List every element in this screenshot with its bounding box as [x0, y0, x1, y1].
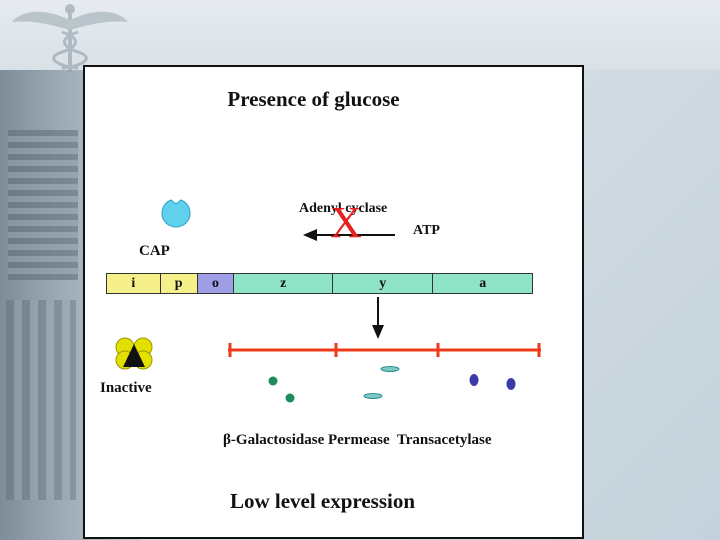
galactosidase-molecule	[285, 393, 295, 403]
gene-segment-o: o	[197, 274, 235, 293]
gene-segment-p: p	[160, 274, 198, 293]
background-stripes	[6, 300, 76, 500]
transacetylase-molecule	[469, 374, 479, 386]
cap-protein-icon	[161, 199, 191, 228]
repressor-icon	[115, 337, 153, 370]
arrow-head-left	[303, 229, 317, 241]
arrow-head-down	[372, 325, 384, 339]
slide-title: Presence of glucose	[227, 87, 400, 111]
blocked-x-mark: X	[330, 198, 362, 247]
inactive-label: Inactive	[100, 380, 152, 396]
gene-segment-z: z	[234, 274, 333, 293]
operon-gene-bar: i p o z y a	[106, 273, 533, 294]
products-label: β-Galactosidase Permease Transacetylase	[223, 432, 492, 448]
gene-segment-y: y	[332, 274, 434, 293]
cap-label: CAP	[139, 243, 170, 259]
permease-molecule	[363, 393, 383, 399]
permease-molecule	[380, 366, 400, 372]
diagram-shapes	[115, 199, 541, 403]
background-top-band	[0, 0, 720, 70]
gene-segment-a: a	[433, 274, 532, 293]
atp-label: ATP	[413, 223, 440, 238]
galactosidase-molecule	[268, 376, 278, 386]
caduceus-icon	[12, 4, 128, 72]
gene-segment-i: i	[107, 274, 161, 293]
background-monitor-graphic	[8, 130, 78, 280]
diagram-slide: Presence of glucose	[83, 65, 584, 539]
slide-footer: Low level expression	[229, 489, 416, 513]
transacetylase-molecule	[506, 378, 516, 390]
adenyl-cyclase-label: Adenyl cyclase	[299, 201, 388, 216]
